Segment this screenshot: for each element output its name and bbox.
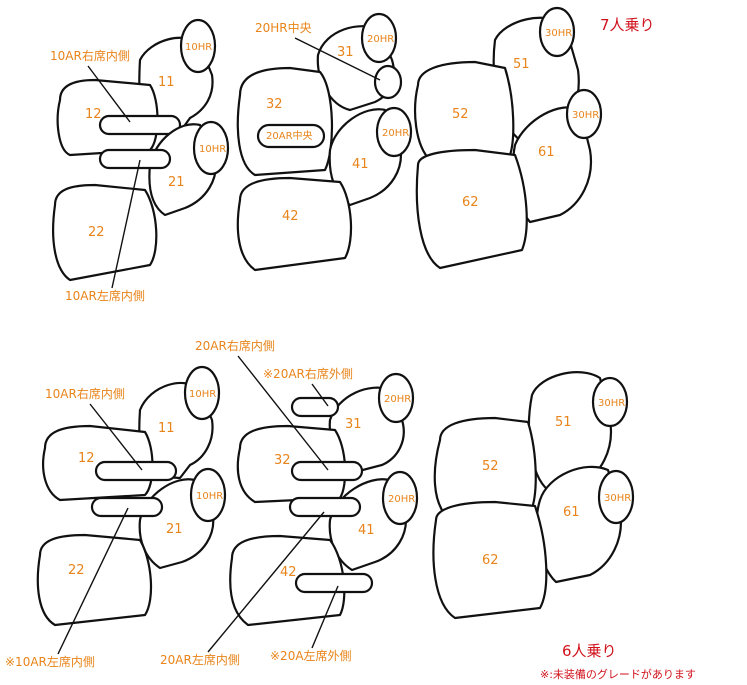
headrest-10hr-front: [183, 365, 221, 421]
seat-number: 51: [555, 415, 572, 430]
leader-line: [87, 65, 131, 123]
seat-number: 61: [538, 145, 555, 160]
headrest-label: 10HR: [189, 389, 216, 400]
seat-22-cushion: [52, 183, 158, 282]
seat-42-cushion: [236, 176, 353, 272]
headrest-20hr-front: [377, 372, 415, 424]
seat-number: 51: [513, 57, 530, 72]
label-20a-left-outer: ※20A左席外側: [270, 648, 352, 663]
label-20hr-center: 20HR中央: [255, 20, 312, 35]
seat-52-cushion: [414, 60, 515, 162]
note-unequipped-grades: ※:未装備のグレードがあります: [540, 667, 696, 681]
seat-number: 12: [85, 107, 102, 122]
seat-number: 52: [452, 107, 469, 122]
headrest-label: 30HR: [604, 493, 631, 504]
label-20ar-center: 20AR中央: [266, 129, 313, 142]
seat-number: 32: [274, 453, 291, 468]
headrest-label: 10HR: [199, 144, 226, 155]
label-20ar-right-outer: ※20AR右席外側: [263, 366, 353, 381]
headrest-30hr-rear: [565, 88, 603, 140]
armrest-10ar-right: [98, 114, 182, 136]
armrest-10ar-left: [90, 496, 164, 518]
leader-line: [294, 37, 381, 81]
label-10ar-left-inner: ※10AR左席内側: [5, 654, 95, 669]
title-7-seater: 7人乗り: [600, 16, 655, 34]
row1-seats: 10HR 11 12 10HR 21 22 10AR右席内側 10AR左席内側: [50, 18, 230, 303]
armrest-20ar-left-inner: [288, 496, 362, 518]
seat-number: 21: [168, 175, 185, 190]
seat-22-cushion: [36, 533, 153, 627]
label-20ar-left-inner: 20AR左席内側: [160, 652, 240, 667]
headrest-10hr-rear: [189, 467, 227, 523]
seat-number: 52: [482, 459, 499, 474]
seat-number: 41: [358, 523, 375, 538]
headrest-10hr-front: [179, 18, 217, 74]
row2-seats: 20HR 31 32 20AR中央 20HR 41 42 20HR中央: [236, 12, 413, 272]
seat-number: 22: [68, 563, 85, 578]
seat-32-cushion: [236, 66, 334, 177]
headrest-label: 20HR: [388, 494, 415, 505]
seat-62-cushion: [415, 148, 528, 270]
headrest-20hr-front: [360, 12, 398, 64]
headrest-20hr-rear: [375, 106, 413, 158]
headrest-10hr-rear: [192, 120, 230, 176]
row2-seats-6: 20HR 31 32 20HR 41 42 20AR右席内側 ※20AR右席外側…: [160, 338, 419, 667]
headrest-30hr-front: [538, 6, 576, 58]
seat-number: 31: [345, 417, 362, 432]
seat-number: 41: [352, 157, 369, 172]
seat-number: 12: [78, 451, 95, 466]
armrest-10ar-left: [98, 148, 172, 170]
leader-line: [237, 355, 329, 471]
armrest-20ar-center: [256, 123, 326, 149]
row1-seats-6: 10HR 11 12 10HR 21 22 10AR右席内側 ※10AR左席内側: [5, 365, 227, 669]
seat-62-cushion: [432, 500, 548, 620]
seat-number: 42: [282, 209, 299, 224]
headrest-label: 30HR: [572, 110, 599, 121]
headrest-label: 30HR: [598, 398, 625, 409]
label-20ar-right-inner: 20AR右席内側: [195, 338, 275, 353]
headrest-label: 20HR: [367, 34, 394, 45]
seat-number: 31: [337, 45, 354, 60]
armrest-20a-left-outer: [294, 572, 374, 594]
headrest-label: 20HR: [384, 394, 411, 405]
label-10ar-right-inner: 10AR右席内側: [50, 48, 130, 63]
label-10ar-right-inner: 10AR右席内側: [45, 386, 125, 401]
leader-line: [311, 585, 339, 649]
diagram-6-seater: 6人乗り ※:未装備のグレードがあります 10HR 11 12 10HR 21 …: [5, 338, 696, 681]
armrest-10ar-right: [94, 460, 178, 482]
leader-line: [57, 507, 129, 655]
title-6-seater: 6人乗り: [562, 642, 617, 660]
seat-number: 21: [166, 522, 183, 537]
headrest-20hr-rear: [381, 470, 419, 526]
seat-number: 61: [563, 505, 580, 520]
seat-number: 42: [280, 565, 297, 580]
leader-line: [89, 403, 143, 471]
headrest-label: 10HR: [196, 491, 223, 502]
seat-52-cushion: [433, 416, 537, 520]
armrest-20ar-right-outer: [290, 396, 340, 418]
headrest-30hr-front: [591, 376, 629, 428]
seat-number: 62: [482, 553, 499, 568]
headrest-label: 20HR: [382, 128, 409, 139]
headrest-label: 30HR: [545, 28, 572, 39]
diagram-7-seater: 7人乗り 10HR 11 12 10HR 21 22 10AR右席内側 10AR…: [50, 6, 655, 303]
seat-number: 22: [88, 225, 105, 240]
headrest-label: 10HR: [185, 42, 212, 53]
seat-number: 32: [266, 97, 283, 112]
headrest-20hr-center: [373, 64, 403, 100]
headrest-30hr-rear: [597, 469, 635, 525]
leader-line: [311, 383, 329, 407]
row3-seats: 30HR 51 52 30HR 61 62: [414, 6, 603, 270]
leader-line: [207, 511, 325, 653]
seat-number: 11: [158, 421, 175, 436]
seat-number: 11: [158, 75, 175, 90]
leader-line: [111, 159, 141, 289]
armrest-20ar-right-inner: [290, 460, 364, 482]
seat-number: 62: [462, 195, 479, 210]
label-10ar-left-inner: 10AR左席内側: [65, 288, 145, 303]
row3-seats-6: 30HR 51 52 30HR 61 62: [432, 371, 635, 620]
